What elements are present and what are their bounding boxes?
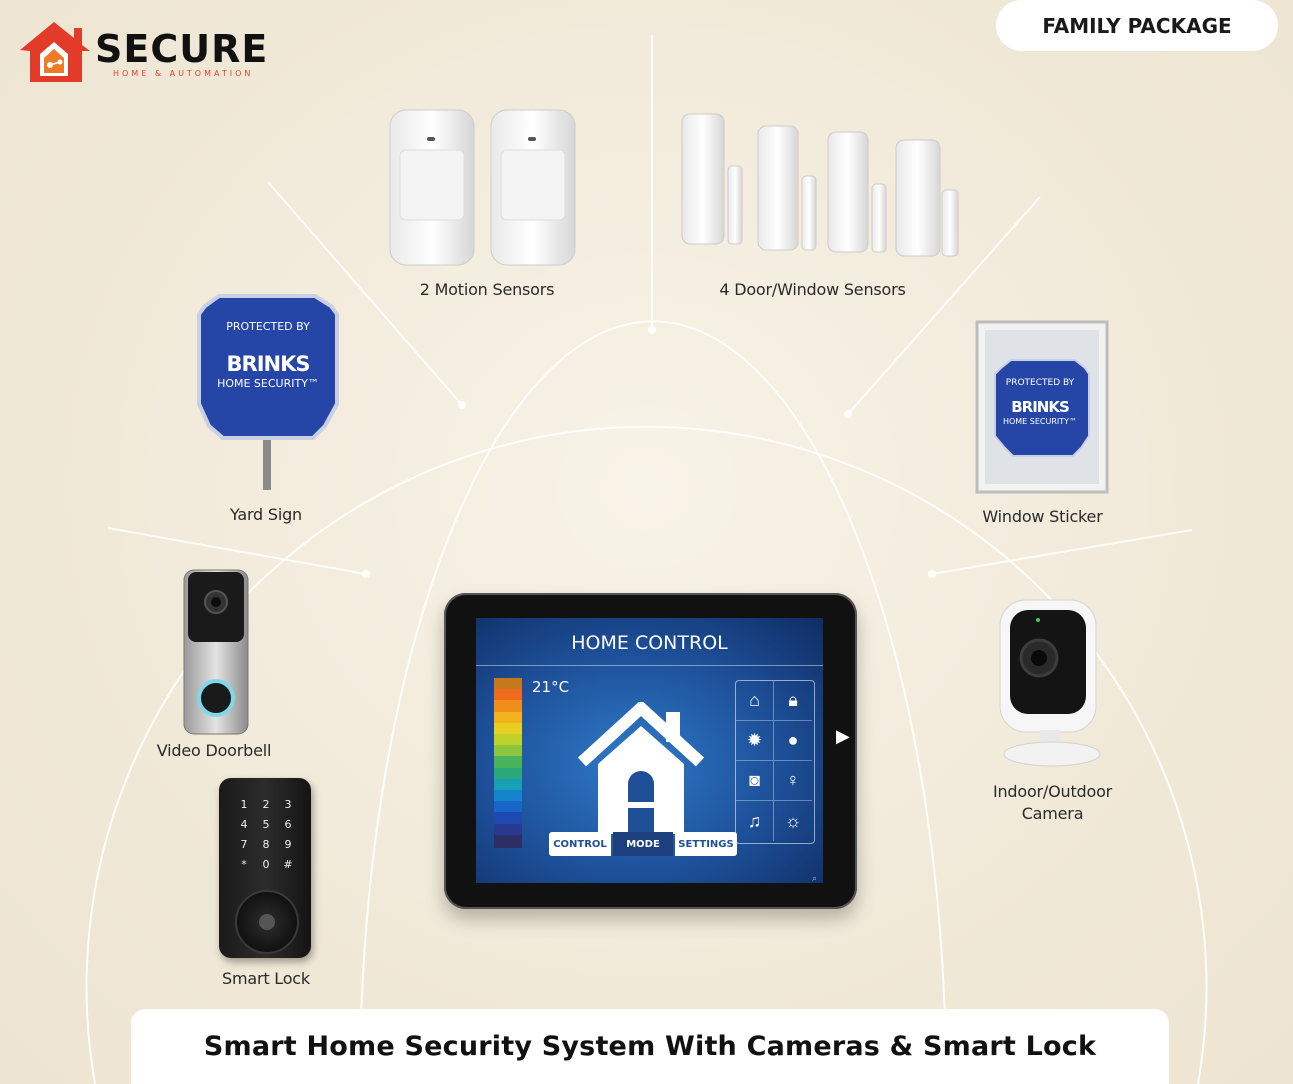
temperature-scale-segment	[494, 711, 522, 725]
search-icon[interactable]: ⌕	[812, 873, 818, 883]
keypad-key[interactable]: 8	[262, 838, 270, 851]
camera-icon[interactable]: ◙	[736, 761, 774, 801]
settings-icon[interactable]: ☼	[784, 810, 802, 831]
temperature-icon[interactable]: ♀	[774, 761, 812, 801]
keypad-key[interactable]: #	[283, 858, 293, 871]
camera-label-line1: Indoor/Outdoor	[992, 782, 1113, 801]
smart-lock-image: 1 2 3 4 5 6 7 8 9 * 0 #	[219, 778, 311, 958]
control-button[interactable]: CONTROL	[549, 832, 611, 856]
next-arrow-icon[interactable]: ▶	[836, 726, 850, 746]
keypad-key[interactable]: 9	[284, 838, 292, 851]
yard-sign-protected-text: PROTECTED BY	[226, 320, 310, 333]
footer-bar: Smart Home Security System With Cameras …	[131, 1009, 1169, 1084]
temperature-scale-segment	[494, 834, 522, 848]
window-sticker-image	[975, 320, 1109, 494]
package-badge: FAMILY PACKAGE	[996, 0, 1278, 51]
footer-title: Smart Home Security System With Cameras …	[203, 1031, 1097, 1062]
home-control-title: HOME CONTROL	[571, 632, 728, 654]
settings-button[interactable]: SETTINGS	[675, 832, 737, 856]
indoor-outdoor-camera-image	[999, 599, 1101, 767]
house-logo-icon	[20, 22, 90, 82]
keypad-key[interactable]: 1	[240, 798, 248, 811]
sticker-protected-text: PROTECTED BY	[1005, 378, 1075, 388]
temperature-scale-segment	[494, 722, 522, 736]
motion-sensors-label: 2 Motion Sensors	[419, 280, 555, 299]
home-control-tablet: HOME CONTROL 21°C ⌂ 🔒︎ ✹ ● ◙ ♀ ♫ ☼ C	[444, 593, 857, 909]
house-icon	[578, 702, 704, 834]
video-doorbell-image	[183, 569, 249, 735]
lock-icon[interactable]: 🔒︎	[774, 681, 812, 721]
temperature-scale-segment	[494, 700, 522, 714]
brand-logo[interactable]: SECURE HOME & AUTOMATION	[16, 18, 286, 88]
yard-sign-label: Yard Sign	[229, 505, 302, 524]
keypad-key[interactable]: 3	[284, 798, 292, 811]
brand-wordmark: SECURE	[95, 27, 269, 71]
temperature-readout: 21°C	[532, 678, 570, 696]
temperature-scale-segment	[494, 778, 522, 792]
temperature-scale-segment	[494, 689, 522, 703]
motion-sensors-image	[389, 109, 576, 266]
keypad-key[interactable]: *	[241, 858, 247, 871]
keypad-key[interactable]: 7	[240, 838, 248, 851]
sticker-sub-text: HOME SECURITY™	[1002, 417, 1078, 426]
temperature-scale-segment	[494, 812, 522, 826]
keyhole-icon	[259, 914, 275, 930]
control-icon-grid: ⌂ 🔒︎ ✹ ● ◙ ♀ ♫ ☼	[735, 680, 815, 844]
light-icon[interactable]: ✹	[736, 721, 774, 761]
keypad-key[interactable]: 6	[284, 818, 292, 831]
door-window-sensors-image	[681, 113, 959, 257]
yard-sign-brand-text: BRINKS	[226, 352, 311, 376]
yard-sign-image	[197, 294, 339, 490]
title-divider	[476, 665, 823, 666]
mode-button[interactable]: MODE	[613, 832, 673, 856]
home-icon[interactable]: ⌂	[736, 681, 774, 721]
window-sticker-label: Window Sticker	[982, 507, 1103, 526]
smart-lock-label: Smart Lock	[222, 969, 310, 988]
keypad-key[interactable]: 4	[240, 818, 248, 831]
tablet-screen: HOME CONTROL 21°C ⌂ 🔒︎ ✹ ● ◙ ♀ ♫ ☼ C	[476, 618, 823, 883]
sticker-brand-text: BRINKS	[1011, 398, 1070, 416]
keypad-key[interactable]: 0	[262, 858, 270, 871]
temperature-scale-segment	[494, 823, 522, 837]
temperature-scale-segment	[494, 678, 522, 691]
camera-label-line2: Camera	[1021, 804, 1084, 823]
video-doorbell-label: Video Doorbell	[156, 741, 272, 760]
temperature-scale-segment	[494, 767, 522, 781]
temperature-scale-segment	[494, 745, 522, 759]
temperature-scale-segment	[494, 790, 522, 803]
keypad-key[interactable]: 2	[262, 798, 270, 811]
temperature-scale-segment	[494, 756, 522, 770]
water-icon[interactable]: ●	[774, 721, 812, 761]
temperature-scale-segment	[494, 801, 522, 815]
temperature-scale-segment	[494, 734, 522, 747]
keypad: 1 2 3 4 5 6 7 8 9 * 0 #	[233, 798, 299, 882]
music-icon[interactable]: ♫	[736, 801, 774, 841]
brand-tagline: HOME & AUTOMATION	[113, 69, 254, 78]
deadbolt-knob	[235, 890, 299, 954]
yard-sign-sub-text: HOME SECURITY™	[217, 377, 319, 390]
keypad-key[interactable]: 5	[262, 818, 270, 831]
door-window-sensors-label: 4 Door/Window Sensors	[719, 280, 906, 299]
